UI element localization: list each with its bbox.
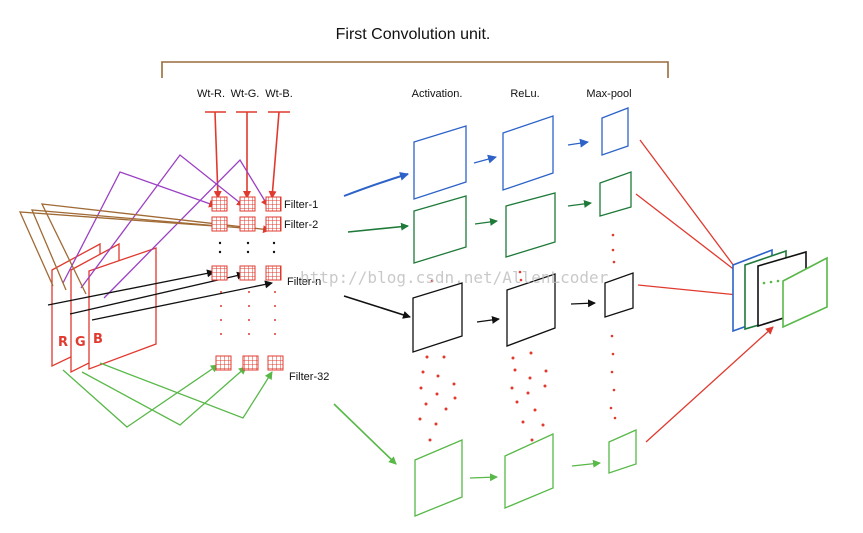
stage-label-activation: Activation. [412, 88, 463, 100]
filter-label-n: Filter-n [287, 276, 321, 288]
arrow-to-activation-32 [333, 403, 397, 465]
unit-bracket [161, 61, 669, 78]
activation-maps [412, 125, 467, 517]
filter-2-connections [18, 203, 271, 295]
arrow-act-relu-32 [469, 473, 498, 482]
filter-label-2: Filter-2 [284, 219, 318, 231]
arrow-relu-pool-32 [571, 459, 601, 468]
output-map-green-light [782, 256, 828, 329]
pool-to-output-arrows [635, 139, 774, 443]
weight-label-g: Wt-G. [231, 88, 260, 100]
filter-n-grid-g [239, 265, 256, 281]
filter-2-grid-g [239, 216, 256, 232]
relu-maps [502, 115, 556, 509]
filter-n-grid-b [265, 265, 282, 281]
activation-map-n [412, 282, 463, 353]
filter-32-grid-r [215, 355, 232, 371]
filter-ellipsis-dots-red [220, 291, 276, 335]
relu-map-1 [502, 115, 554, 191]
output-stack-dots [762, 279, 780, 285]
arrow-act-relu-2 [474, 217, 498, 226]
activation-map-32 [414, 439, 463, 517]
maxpool-maps [599, 107, 637, 474]
channel-label-g: G [75, 335, 86, 350]
activation-map-2 [413, 195, 467, 264]
relu-map-2 [505, 192, 556, 258]
filter-n-grid-r [211, 265, 228, 281]
filter-label-32: Filter-32 [289, 371, 329, 383]
filter-32-grid-b [267, 355, 284, 371]
arrow-act-relu-n [476, 315, 500, 324]
output-feature-stack [732, 248, 828, 333]
maxpool-map-2 [599, 171, 632, 217]
arrow-relu-pool-2 [567, 199, 592, 208]
arrow-relu-pool-n [570, 299, 596, 308]
channel-label-b: B [93, 332, 103, 347]
filter-32-connections [62, 362, 273, 428]
filter-1-grid-b [265, 196, 282, 212]
arrow-to-activation-1 [343, 171, 409, 197]
filter-2-grid-r [211, 216, 228, 232]
relu-map-32 [504, 432, 554, 509]
filter-ellipsis-dots [218, 241, 276, 254]
relu-map-n [506, 273, 556, 347]
filter-n-connections [47, 269, 273, 321]
watermark: http://blog.csdn.net/AllenLcoder [300, 268, 609, 287]
filter-32-grid-g [242, 355, 259, 371]
maxpool-map-32 [608, 428, 637, 474]
filter-2-grid-b [265, 216, 282, 232]
maxpool-map-1 [601, 107, 629, 156]
arrow-to-activation-2 [347, 222, 409, 233]
weight-stems [205, 111, 290, 198]
arrow-relu-pool-1 [567, 138, 589, 148]
arrow-to-activation-n [343, 295, 411, 319]
weight-label-b: Wt-B. [265, 88, 293, 100]
channel-plane-b [88, 247, 157, 370]
filter-label-1: Filter-1 [284, 199, 318, 211]
stage-label-relu: ReLu. [510, 88, 539, 100]
filter-1-grid-r [211, 196, 228, 212]
diagram-title: First Convolution unit. [336, 26, 491, 43]
weight-label-r: Wt-R. [197, 88, 225, 100]
filter-1-grid-g [239, 196, 256, 212]
channel-label-r: R [58, 335, 68, 350]
input-image-stack [51, 242, 157, 374]
stage-label-maxpool: Max-pool [586, 88, 631, 100]
arrow-act-relu-1 [473, 154, 497, 164]
filter-1-connections [62, 154, 269, 299]
maxpool-map-n [604, 272, 634, 318]
filter-grids [211, 196, 284, 371]
stage-ellipsis-dots [418, 233, 617, 442]
activation-map-1 [413, 125, 467, 200]
